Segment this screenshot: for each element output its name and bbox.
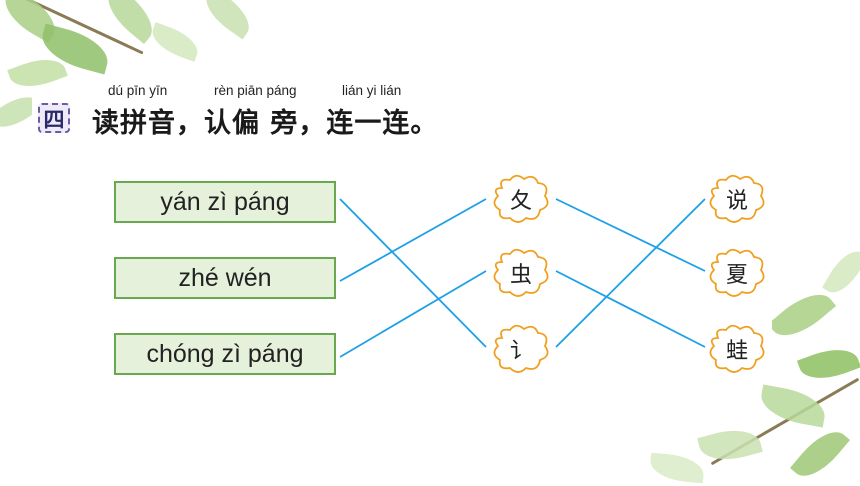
character-label: 说 bbox=[725, 189, 748, 214]
character-flower-wa[interactable]: 蛙 bbox=[706, 324, 768, 374]
exercise-title: 读拼音，认偏 旁，连一连。 bbox=[92, 108, 439, 139]
radical-flower-chong[interactable]: 虫 bbox=[490, 248, 552, 298]
radical-label: 夂 bbox=[509, 189, 532, 214]
character-label: 蛙 bbox=[725, 339, 748, 364]
radical-flower-zhe[interactable]: 夂 bbox=[490, 174, 552, 224]
line-chong-to-wa bbox=[555, 270, 706, 348]
radical-flower-yan[interactable]: 讠 bbox=[490, 324, 552, 374]
pinyin-box-chong-zi-pang[interactable]: chóng zì páng bbox=[114, 333, 336, 375]
character-flower-shuo[interactable]: 说 bbox=[706, 174, 768, 224]
pinyin-du-pin-yin: dú pīn yīn bbox=[108, 83, 168, 98]
character-label: 夏 bbox=[725, 263, 748, 288]
title-band bbox=[32, 86, 840, 142]
character-flower-xia[interactable]: 夏 bbox=[706, 248, 768, 298]
line-chong-to-chong bbox=[339, 270, 487, 358]
section-number-badge: 四 bbox=[38, 103, 70, 133]
radical-label: 讠 bbox=[509, 339, 532, 364]
pinyin-lian-yi-lian: lián yi lián bbox=[342, 83, 402, 98]
radical-label: 虫 bbox=[509, 263, 532, 288]
line-zhe-to-zhe bbox=[339, 198, 487, 282]
pinyin-box-yan-zi-pang[interactable]: yán zì páng bbox=[114, 181, 336, 223]
line-zhe-to-xia bbox=[555, 198, 706, 272]
line-yan-to-shuo bbox=[555, 198, 706, 348]
pinyin-box-zhe-wen[interactable]: zhé wén bbox=[114, 257, 336, 299]
pinyin-ren-pian-pang: rèn piān páng bbox=[214, 83, 297, 98]
line-yan-to-yan bbox=[339, 198, 487, 348]
